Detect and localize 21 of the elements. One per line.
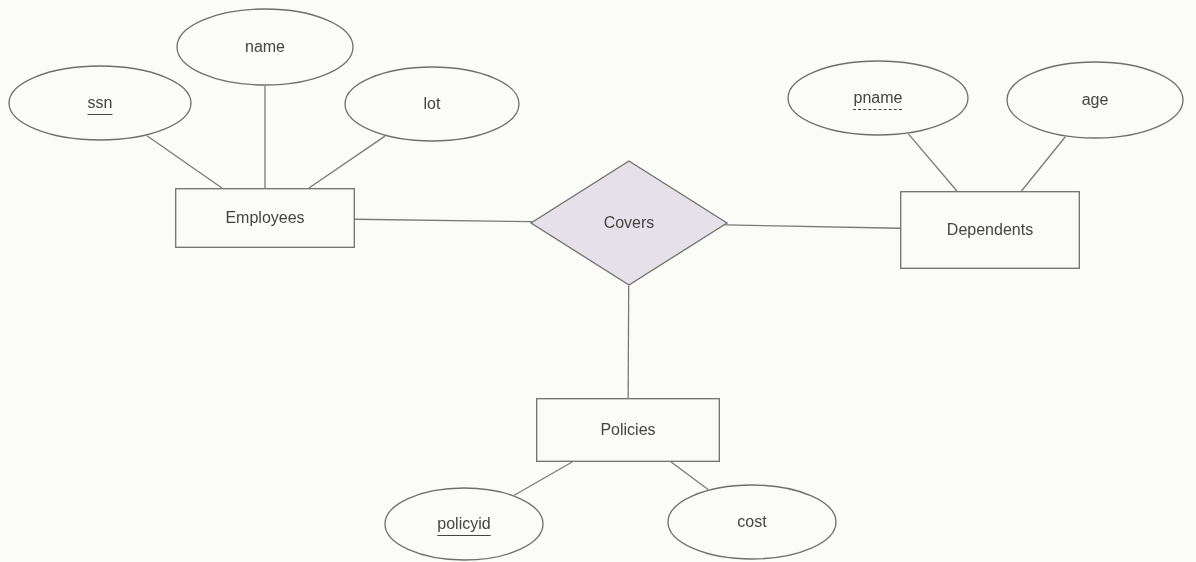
attribute-name: pname (853, 89, 903, 107)
attribute-name: cost (737, 513, 767, 531)
relationship-name: Covers (603, 214, 655, 232)
connector-line (146, 135, 223, 189)
attribute-name: lot (423, 95, 441, 113)
connector-line (308, 135, 386, 189)
connector-line (264, 85, 266, 189)
connector-line (724, 224, 901, 229)
connector-line (627, 285, 630, 399)
attribute-name: name (245, 38, 285, 56)
attribute-name: policyid (437, 515, 491, 533)
connector-line (354, 218, 533, 223)
connector-line (670, 461, 709, 491)
connector-line (1020, 136, 1066, 192)
attribute-name: age (1081, 91, 1109, 109)
entity-name: Employees (225, 209, 305, 227)
entity-name: Policies (600, 421, 656, 439)
entity-name: Dependents (946, 221, 1034, 239)
connector-line (907, 133, 958, 192)
attribute-name: ssn (87, 94, 113, 112)
connector-line (513, 461, 573, 496)
